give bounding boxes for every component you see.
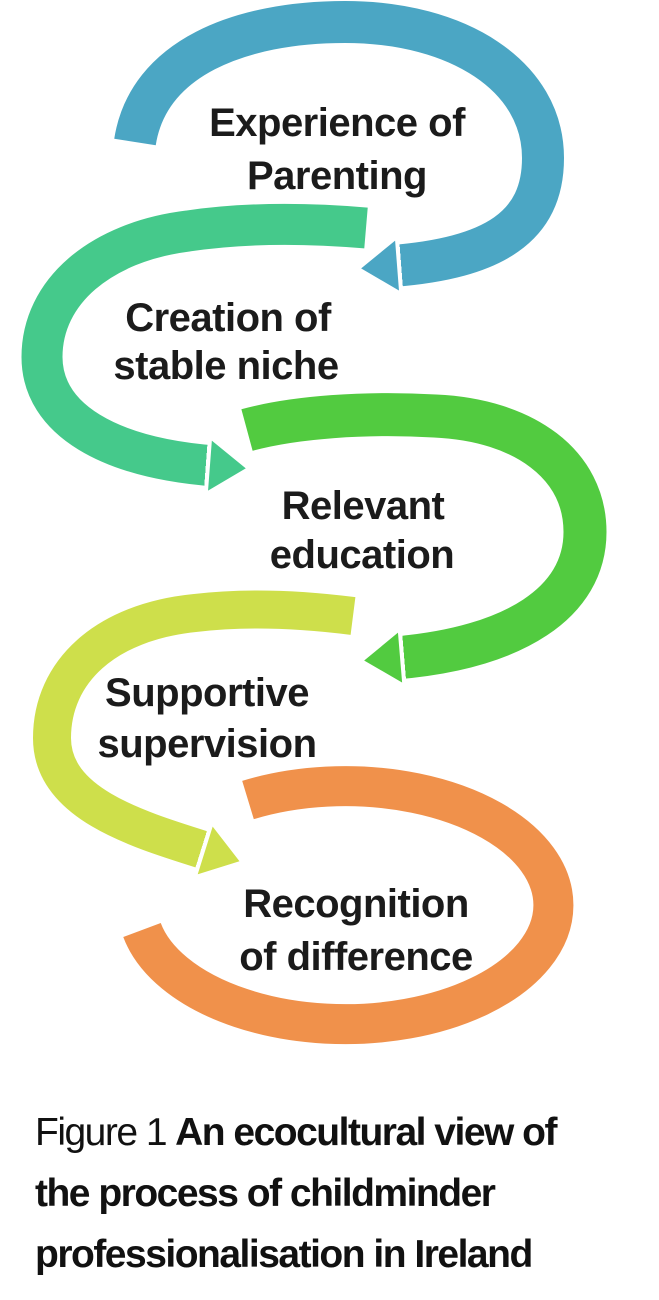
label-relevant-education-line1: Relevant xyxy=(282,484,445,528)
arc-relevant-education xyxy=(241,393,607,658)
step-labels: Experience of Parenting Creation of stab… xyxy=(97,101,473,979)
label-relevant-education-line2: education xyxy=(270,533,454,577)
label-supportive-supervision-line2: supervision xyxy=(97,722,316,766)
label-creation-of-stable-niche-line1: Creation of xyxy=(125,296,332,340)
caption-figure-number: Figure 1 xyxy=(35,1111,168,1154)
label-creation-of-stable-niche-line2: stable niche xyxy=(113,344,338,388)
arc-experience-of-parenting xyxy=(114,0,565,266)
label-experience-of-parenting-line2: Parenting xyxy=(247,154,427,198)
arc-recognition-of-difference xyxy=(123,766,574,1045)
caption-title-line-3: professionalisation in Ireland xyxy=(35,1233,533,1276)
label-recognition-of-difference-line1: Recognition xyxy=(243,882,469,926)
arc-creation-of-stable-niche xyxy=(21,203,368,466)
caption-title-line-1: An ecocultural view of xyxy=(175,1111,557,1154)
caption-title-line-2: the process of childminder xyxy=(35,1172,496,1215)
arc-supportive-supervision xyxy=(32,590,356,852)
ecocultural-process-diagram: Experience of Parenting Creation of stab… xyxy=(21,0,607,1045)
label-experience-of-parenting-line1: Experience of xyxy=(209,101,466,145)
label-supportive-supervision-line1: Supportive xyxy=(105,671,309,715)
label-recognition-of-difference-line2: of difference xyxy=(239,935,473,979)
